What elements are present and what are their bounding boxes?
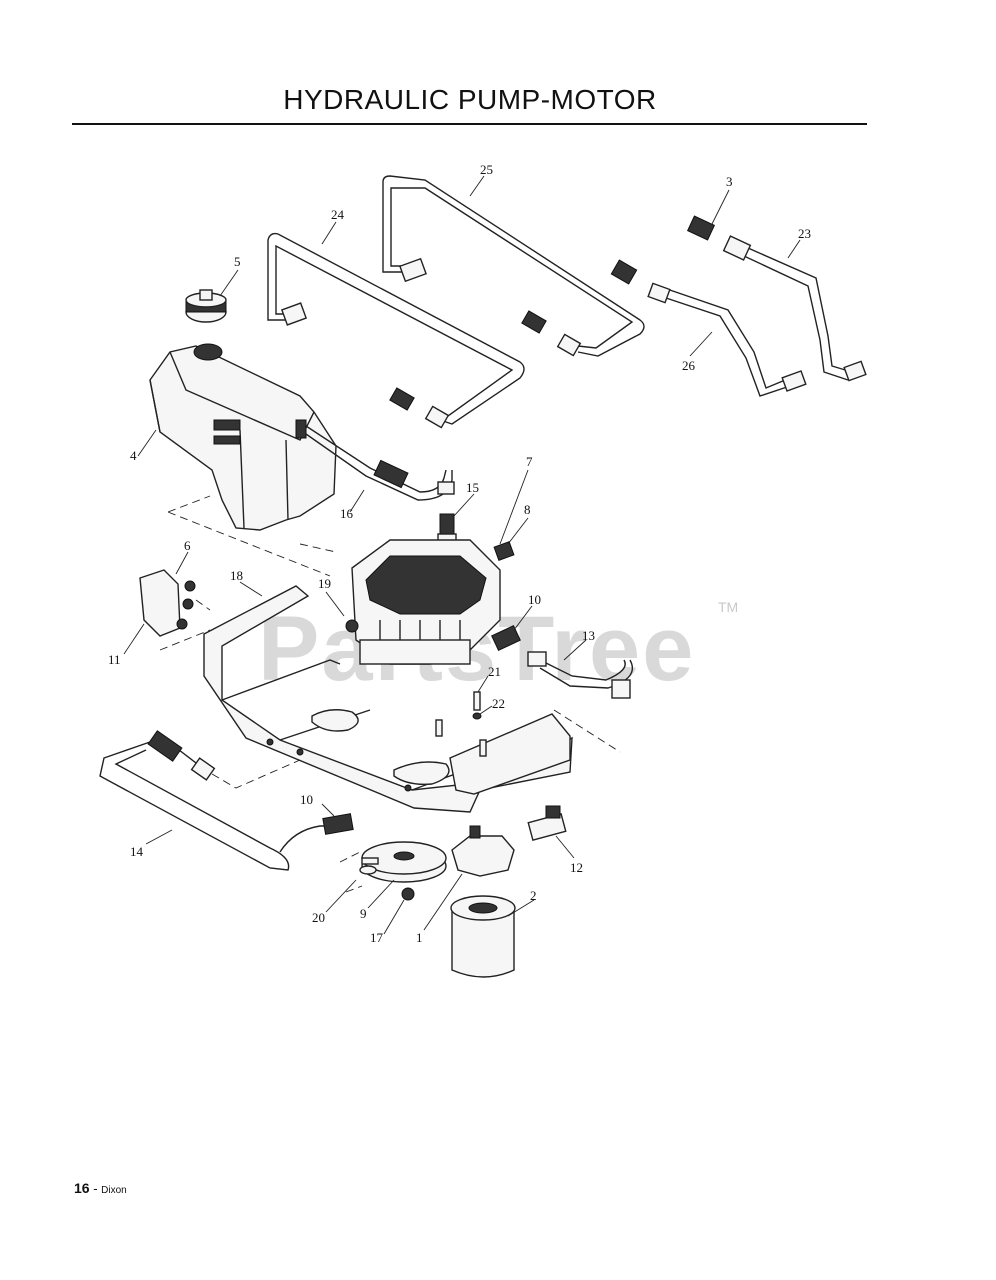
- callout-6: 6: [184, 538, 191, 553]
- assembly-line-bracket-right: [553, 709, 621, 753]
- part-5-cap: [185, 289, 227, 323]
- page-title: HYDRAULIC PUMP-MOTOR: [283, 84, 657, 115]
- part-23-tube: [722, 235, 867, 382]
- callout-1: 1: [416, 930, 423, 945]
- part-21-bolt: [473, 691, 481, 711]
- callout-9: 9: [360, 906, 367, 921]
- footer-brand: Dixon: [101, 1185, 127, 1196]
- callout-21: 21: [488, 664, 501, 679]
- leader-lines: [123, 175, 801, 935]
- part-18-plate: [203, 585, 573, 813]
- part-13-hose: [527, 651, 634, 699]
- callout-16: 16: [340, 506, 354, 521]
- callout-4: 4: [130, 448, 137, 463]
- part-7-pump: [351, 539, 501, 665]
- part-12-elbow: [527, 805, 567, 841]
- callout-26: 26: [682, 358, 696, 373]
- page-footer: 16 - Dixon: [74, 1180, 127, 1196]
- part-1-filter-head: [451, 825, 515, 877]
- callout-22: 22: [492, 696, 505, 711]
- part-24-tube: [267, 232, 525, 429]
- callout-10-upper: 10: [528, 592, 541, 607]
- callout-17: 17: [370, 930, 384, 945]
- callout-7: 7: [526, 454, 533, 469]
- part-22-washer: [472, 712, 482, 720]
- part-26-tube: [610, 259, 807, 397]
- part-4-reservoir: [149, 343, 337, 531]
- assembly-line-pulley: [339, 851, 363, 893]
- part-10-fitting-upper: [491, 625, 521, 651]
- footer-separator: -: [89, 1181, 102, 1196]
- watermark-tm: TM: [718, 599, 738, 615]
- assembly-line-tank: [167, 495, 337, 577]
- callout-25: 25: [480, 162, 493, 177]
- part-14-tube: [99, 730, 290, 871]
- callout-19: 19: [318, 576, 331, 591]
- callout-20: 20: [312, 910, 325, 925]
- callout-12: 12: [570, 860, 583, 875]
- footer-page-number: 16: [74, 1180, 90, 1196]
- part-8-nut: [493, 541, 515, 561]
- callout-23: 23: [798, 226, 811, 241]
- callout-2: 2: [530, 888, 537, 903]
- part-2-filter: [450, 895, 516, 978]
- part-20-bolt: [359, 857, 379, 875]
- callout-10-lower: 10: [300, 792, 313, 807]
- callout-8: 8: [524, 502, 531, 517]
- title-divider: [72, 123, 867, 125]
- callout-3: 3: [726, 174, 733, 189]
- callout-5: 5: [234, 254, 241, 269]
- part-3-fitting: [686, 215, 716, 241]
- callout-18: 18: [230, 568, 243, 583]
- callout-15: 15: [466, 480, 479, 495]
- callout-11: 11: [108, 652, 121, 667]
- part-6-bracket: [139, 569, 196, 637]
- callout-13: 13: [582, 628, 595, 643]
- part-9-pulley: [361, 841, 447, 883]
- part-25-tube: [382, 175, 645, 357]
- part-10-fitting-lower: [279, 813, 354, 853]
- callout-14: 14: [130, 844, 144, 859]
- part-19-nut: [345, 619, 359, 633]
- assembly-line-tube-14: [211, 759, 301, 789]
- assembly-line-bracket: [159, 599, 211, 651]
- part-17-nut: [401, 887, 415, 901]
- callout-24: 24: [331, 207, 345, 222]
- part-16-hose: [305, 425, 455, 501]
